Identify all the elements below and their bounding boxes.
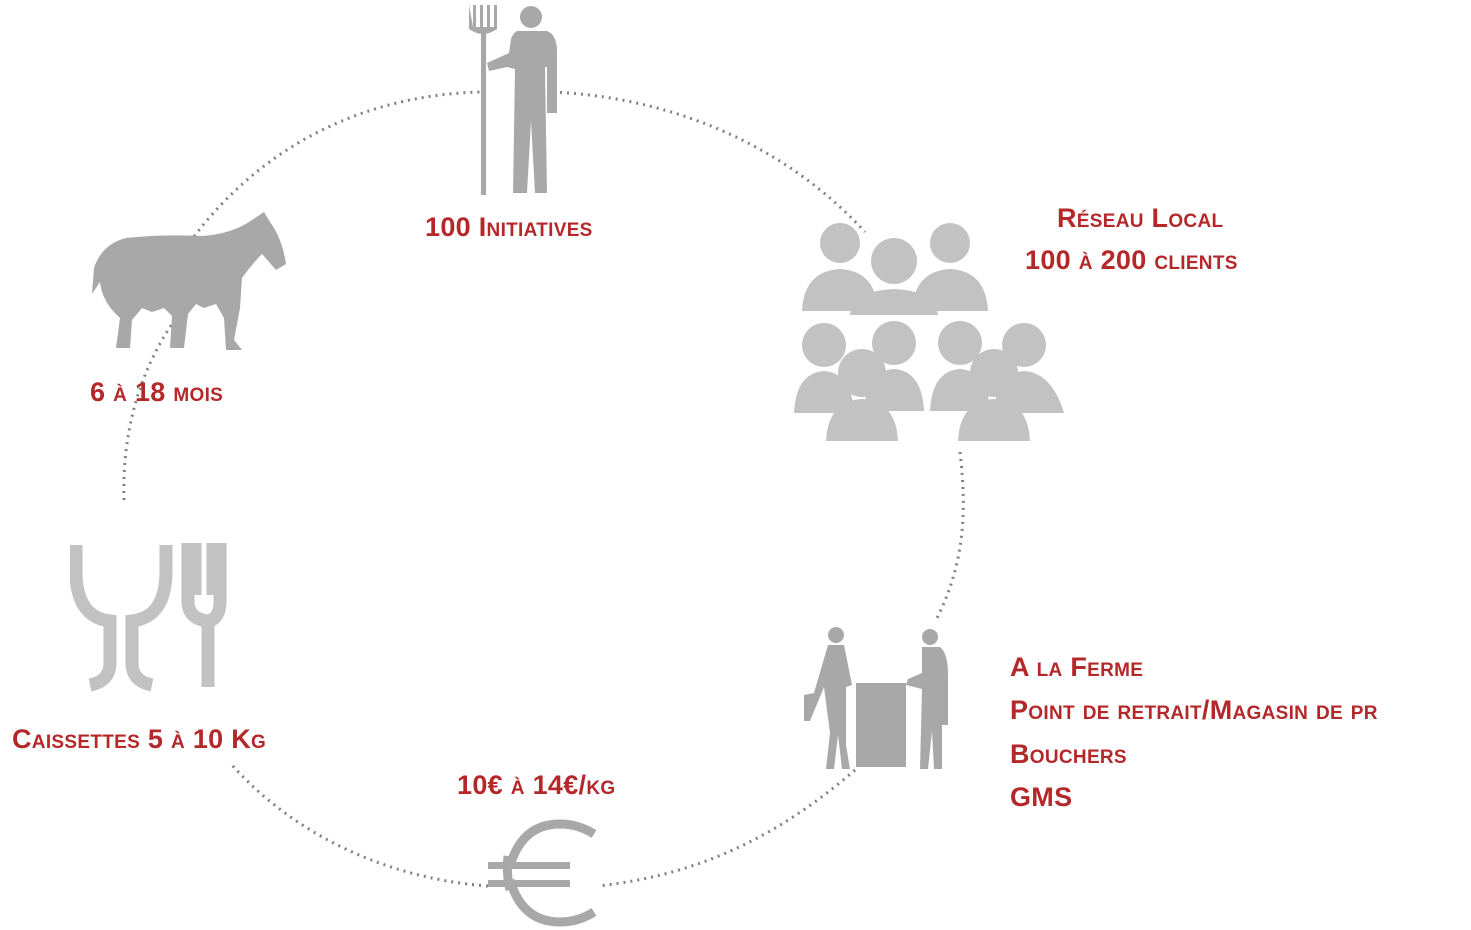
sales-label-3: Bouchers xyxy=(1010,739,1127,769)
network-label-line1: Réseau Local xyxy=(1057,203,1224,233)
network-label-line2: 100 à 200 clients xyxy=(1025,245,1238,275)
people-group-icon xyxy=(794,223,1064,441)
shop-counter-people-icon xyxy=(804,627,948,769)
horse-icon xyxy=(92,212,286,350)
farmer-label: 100 Initiatives xyxy=(425,212,593,242)
price-label: 10€ à 14€/kg xyxy=(457,770,616,800)
farmer-with-pitchfork-icon xyxy=(469,5,557,195)
glass-and-fork-icon xyxy=(70,543,227,692)
sales-label-2: Point de retrait/Magasin de pr xyxy=(1010,695,1378,725)
euro-icon xyxy=(488,819,597,927)
sales-label-1: A la Ferme xyxy=(1010,652,1144,682)
sales-label-4: GMS xyxy=(1010,782,1073,812)
packaging-label: Caissettes 5 à 10 Kg xyxy=(12,724,267,754)
horse-label: 6 à 18 mois xyxy=(90,377,224,407)
